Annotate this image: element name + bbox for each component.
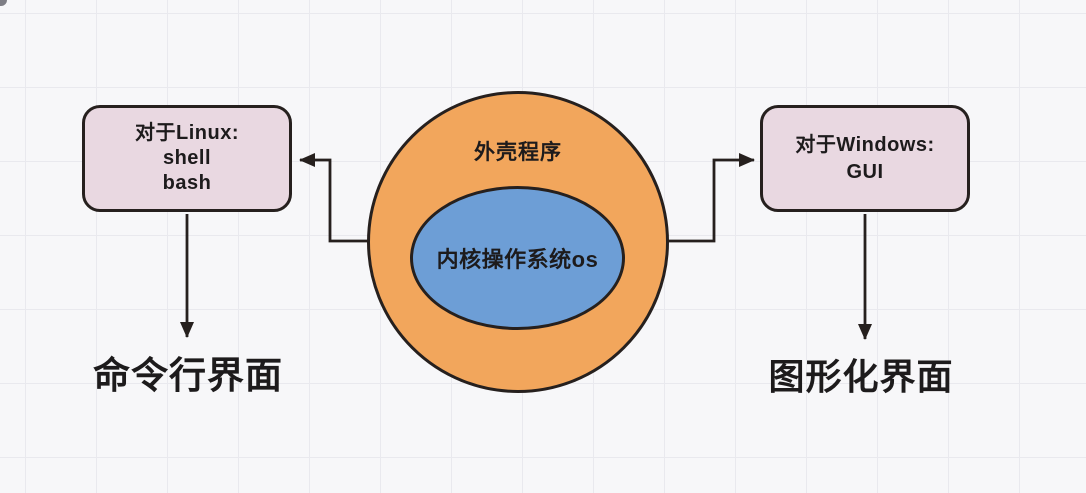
linux-box-line-2: shell [162,147,212,169]
gui-caption: 图形化界面 [768,356,954,397]
linux-box-line-3: bash [162,172,212,194]
windows-gui-box: 对于Windows: GUI [760,105,970,212]
linux-box-line-1: 对于Linux: [135,122,239,144]
connector-shell-to-windows [668,153,755,243]
windows-box-line-1: 对于Windows: [795,133,935,156]
linux-shell-box: 对于Linux: shell bash [82,105,292,212]
kernel-os-ellipse: 内核操作系统os [410,186,625,330]
kernel-os-label: 内核操作系统os [436,247,599,272]
connector-shell-to-linux [299,153,368,243]
cli-caption: 命令行界面 [93,355,283,396]
shell-program-label: 外壳程序 [474,141,562,164]
windows-box-line-2: GUI [846,160,884,183]
corner-artifact [0,0,7,6]
